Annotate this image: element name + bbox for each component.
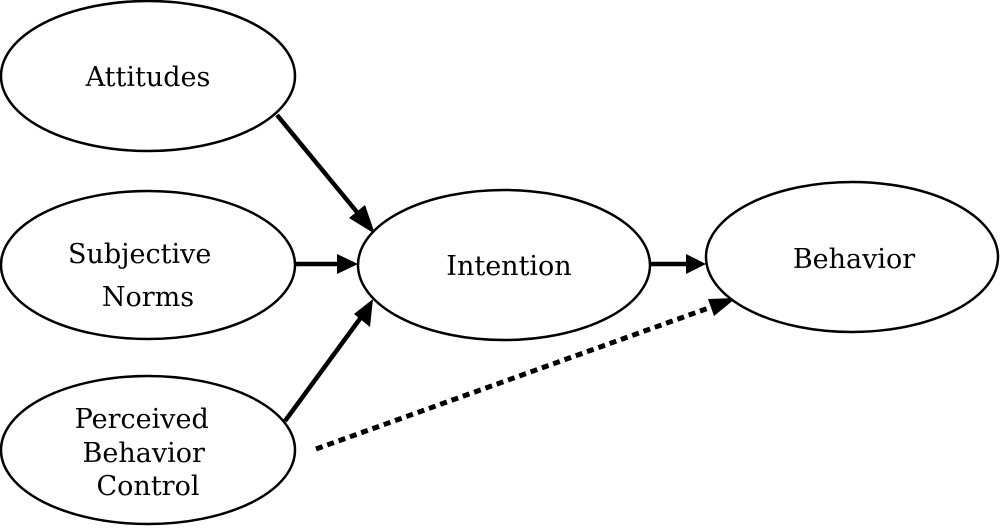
edge-attitudes-to-intention	[275, 113, 363, 219]
node-intention-ellipse	[356, 188, 652, 342]
node-behavior-ellipse	[704, 180, 1000, 334]
node-perceived-behavior-control-ellipse	[0, 374, 297, 526]
node-perceived-behavior-control: Perceived Behavior Control	[0, 374, 297, 526]
node-subjective-norms-label: Subjective Norms	[68, 239, 220, 313]
arrowhead-intention-to-behavior	[686, 254, 706, 274]
node-subjective-norms-ellipse	[0, 189, 297, 341]
node-subjective-norms-label-line1: Subjective	[68, 239, 211, 270]
node-perceived-behavior-control-label-line2: Behavior	[83, 438, 205, 469]
node-attitudes-ellipse	[0, 0, 297, 153]
node-behavior: Behavior	[704, 180, 1000, 334]
node-subjective-norms-label-line2: Norms	[102, 282, 194, 313]
node-attitudes-label: Attitudes	[85, 62, 211, 93]
edges	[275, 113, 736, 452]
arrowhead-perceived-control-to-intention	[354, 299, 373, 327]
node-perceived-behavior-control-label-line3: Control	[97, 471, 200, 502]
arrowhead-perceived-control-to-behavior	[708, 298, 736, 316]
node-attitudes: Attitudes	[0, 0, 297, 153]
arrowhead-attitudes-to-intention	[349, 205, 375, 234]
edge-perceived-control-to-intention	[283, 314, 364, 423]
node-perceived-behavior-control-label: Perceived Behavior Control	[75, 404, 218, 502]
arrowhead-subjective-norms-to-intention	[337, 254, 358, 274]
node-perceived-behavior-control-label-line1: Perceived	[75, 404, 209, 435]
node-subjective-norms: Subjective Norms	[0, 189, 297, 341]
node-intention-label: Intention	[446, 251, 571, 282]
node-intention: Intention	[356, 188, 652, 342]
node-behavior-label: Behavior	[793, 244, 915, 275]
